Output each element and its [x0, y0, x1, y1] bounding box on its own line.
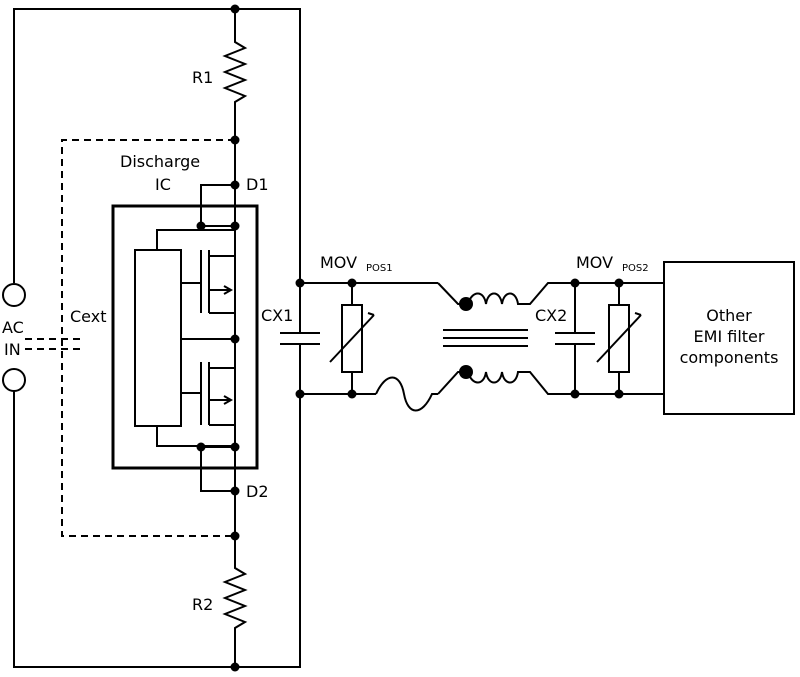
- cx1-label: CX1: [261, 306, 293, 325]
- d2-pin-wire: [200, 447, 236, 536]
- d2-junction-icon: [230, 486, 240, 496]
- mov-pos1: MOV POS1: [320, 253, 393, 394]
- d1-label: D1: [246, 175, 269, 194]
- mov-pos2-icon: [608, 304, 630, 373]
- ac-terminal-bottom-icon: [2, 368, 26, 392]
- r2-resistor-icon: [222, 536, 248, 667]
- choke-top-polarity-icon: [459, 297, 473, 311]
- r2-label: R2: [192, 595, 213, 614]
- r1-label: R1: [192, 68, 213, 87]
- top-bus: [235, 8, 301, 283]
- ac-input-terminals: AC IN: [2, 8, 235, 668]
- cext-dashed-outline: [61, 139, 235, 537]
- lower-mosfet-icon: [181, 362, 235, 426]
- bottom-bus: [235, 394, 301, 668]
- cext-capacitance: Cext: [25, 139, 235, 537]
- bottom-inductor-icon: [375, 376, 438, 412]
- cx2-label: CX2: [535, 306, 567, 325]
- mov-pos2: MOV POS2: [576, 253, 649, 394]
- mov-pos2-label: MOV: [576, 253, 613, 272]
- emi-filter-block: Other EMI filter components: [663, 261, 795, 415]
- cx1-capacitor-icon: [280, 283, 320, 394]
- upper-mosfet-icon: [181, 250, 235, 314]
- emi-filter-label-3: components: [680, 348, 779, 367]
- lower-mosfet: [181, 362, 235, 426]
- discharge-ic: Discharge IC D1 D2: [111, 140, 269, 536]
- emi-filter-box: [663, 261, 795, 415]
- mov-pos1-icon: [341, 304, 363, 373]
- mov-pos1-label: MOV: [320, 253, 357, 272]
- discharge-ic-label-2: IC: [155, 175, 171, 194]
- junction-dots: [230, 4, 624, 672]
- cext-capacitor-icon: [25, 338, 84, 350]
- d2-label: D2: [246, 482, 269, 501]
- common-mode-choke: [437, 282, 575, 395]
- emi-filter-label-1: Other: [706, 306, 752, 325]
- cx2-capacitor: CX2: [535, 283, 595, 394]
- d1-junction-icon: [230, 180, 240, 190]
- mov-pos1-subscript: POS1: [366, 263, 393, 274]
- discharge-ic-label: Discharge: [120, 152, 200, 171]
- choke-core-icon: [443, 329, 528, 347]
- r1-resistor-icon: [222, 9, 248, 140]
- in-label: IN: [4, 340, 21, 359]
- ac-label: AC: [2, 318, 24, 337]
- emi-filter-label-2: EMI filter: [694, 327, 765, 346]
- choke-top-coil-icon: [467, 282, 575, 305]
- choke-bottom-polarity-icon: [459, 365, 473, 379]
- cx2-capacitor-icon: [555, 283, 595, 394]
- choke-bottom-coil-icon: [467, 371, 575, 395]
- junction-icon: [230, 4, 240, 14]
- upper-mosfet: [181, 250, 235, 314]
- cx1-capacitor: CX1: [261, 283, 320, 394]
- r1-resistor: R1: [192, 9, 248, 140]
- mov-pos2-subscript: POS2: [622, 263, 649, 274]
- ac-terminal-top-icon: [2, 283, 26, 307]
- ic-control-block: [134, 249, 182, 427]
- r2-resistor: R2: [192, 536, 248, 667]
- ic-package: [111, 204, 259, 470]
- cext-label: Cext: [70, 307, 106, 326]
- d1-pin-wire: [200, 140, 236, 226]
